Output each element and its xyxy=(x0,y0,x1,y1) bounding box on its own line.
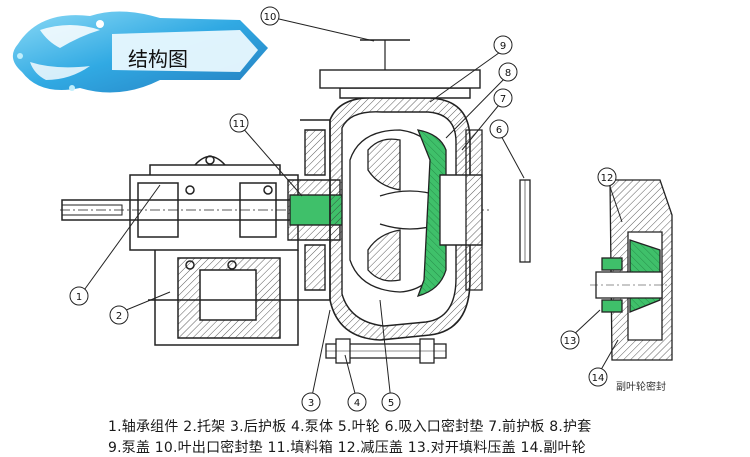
svg-text:14: 14 xyxy=(592,373,605,384)
callout-13: 13 xyxy=(560,330,580,350)
svg-text:4: 4 xyxy=(354,398,360,409)
svg-text:2: 2 xyxy=(116,311,122,322)
leader-lines xyxy=(81,18,623,402)
callout-10: 10 xyxy=(260,6,280,26)
svg-text:7: 7 xyxy=(500,94,506,105)
svg-text:5: 5 xyxy=(388,398,394,409)
callout-6: 6 xyxy=(489,119,509,139)
callout-1: 1 xyxy=(69,286,89,306)
callout-9: 9 xyxy=(493,35,513,55)
callout-14: 14 xyxy=(588,367,608,387)
callout-4: 4 xyxy=(347,392,367,412)
svg-text:9: 9 xyxy=(500,41,506,52)
bearing-frame xyxy=(129,155,300,346)
svg-text:10: 10 xyxy=(264,12,277,23)
front-guard-plate xyxy=(416,129,483,297)
callout-11: 11 xyxy=(229,113,249,133)
callout-12: 12 xyxy=(597,167,617,187)
svg-text:12: 12 xyxy=(601,173,614,184)
callout-2: 2 xyxy=(109,305,129,325)
diagram-title: 结构图 xyxy=(128,47,188,71)
callout-3: 3 xyxy=(301,392,321,412)
svg-text:8: 8 xyxy=(505,68,511,79)
svg-text:11: 11 xyxy=(233,119,246,130)
seal-detail-caption: 副叶轮密封 xyxy=(616,382,666,393)
parts-legend-line-1: 1.轴承组件 2.托架 3.后护板 4.泵体 5.叶轮 6.吸入口密封垫 7.前… xyxy=(108,419,592,435)
parts-legend-line-2: 9.泵盖 10.叶出口密封垫 11.填料箱 12.减压盖 13.对开填料压盖 1… xyxy=(108,440,586,456)
expeller-seal-detail xyxy=(590,179,673,361)
callout-5: 5 xyxy=(381,392,401,412)
suction-gasket xyxy=(519,179,531,263)
impeller xyxy=(349,129,441,293)
callout-7: 7 xyxy=(493,88,513,108)
svg-text:13: 13 xyxy=(564,336,577,347)
svg-text:3: 3 xyxy=(308,398,314,409)
svg-text:1: 1 xyxy=(76,292,82,303)
title-badge xyxy=(12,11,268,93)
callout-8: 8 xyxy=(498,62,518,82)
svg-text:6: 6 xyxy=(496,125,502,136)
